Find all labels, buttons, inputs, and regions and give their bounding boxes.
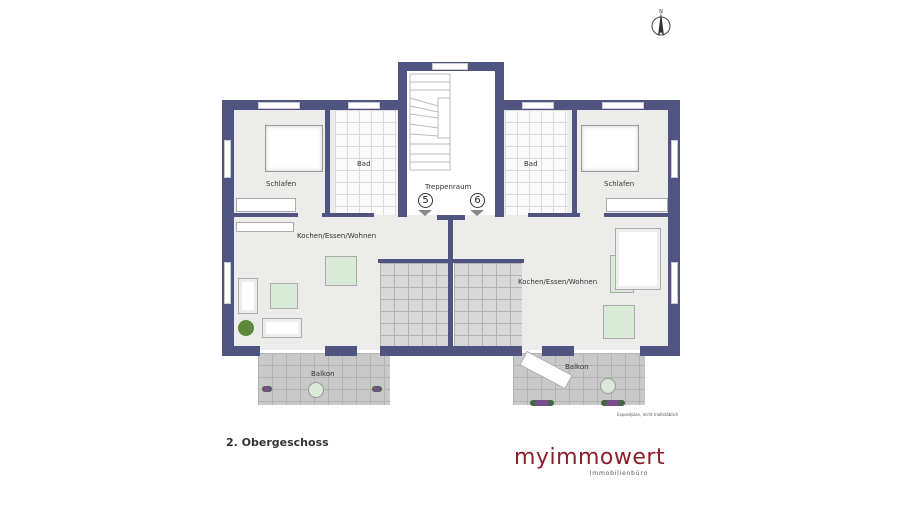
balcony-table (600, 378, 616, 394)
room-label: Schlafen (604, 180, 635, 188)
left-balcony-floor (258, 353, 390, 405)
wall (322, 213, 374, 217)
wall (448, 218, 453, 348)
entrance-arrow-icon (418, 210, 432, 216)
wardrobe (606, 198, 668, 212)
sofa (238, 278, 258, 314)
left-bath-tiles (335, 110, 397, 215)
flower-box (530, 400, 554, 406)
wall (572, 110, 577, 216)
sofa (262, 318, 302, 338)
wall (398, 62, 407, 217)
window (258, 102, 300, 109)
dining-table (325, 256, 357, 286)
wall (437, 215, 465, 220)
dining-table (603, 305, 635, 339)
corner-sofa (615, 228, 661, 290)
wardrobe (236, 198, 296, 212)
flower-box (262, 386, 272, 392)
wall (604, 213, 670, 217)
wall (325, 346, 357, 356)
room-label: Kochen/Essen/Wohnen (518, 278, 598, 286)
logo-brand: myimmowert (514, 445, 666, 470)
wall (495, 62, 504, 217)
entrance-arrow-icon (470, 210, 484, 216)
balcony-table (308, 382, 324, 398)
left-kitchen-floor (380, 263, 448, 353)
wall (222, 100, 406, 110)
room-label: Schlafen (266, 180, 297, 188)
room-label: Treppenraum (425, 183, 472, 191)
wall (378, 259, 524, 263)
wall (668, 100, 680, 355)
logo: myimmowert Immobilienbüro (514, 445, 666, 478)
coffee-table (270, 283, 298, 309)
plant (238, 320, 254, 336)
wall (640, 346, 680, 356)
window (522, 102, 554, 109)
staircase (408, 72, 454, 172)
logo-tagline: Immobilienbüro (589, 470, 648, 477)
flower-box (601, 400, 625, 406)
window (671, 262, 678, 304)
room-label: Kochen/Essen/Wohnen (297, 232, 377, 240)
unit-number: 6 (470, 193, 485, 208)
room-label: Balkon (311, 370, 335, 378)
room-label: Balkon (565, 363, 589, 371)
floor-title: 2. Obergeschoss (226, 436, 329, 449)
kitchen-counter (236, 222, 294, 232)
wall (325, 110, 330, 216)
svg-text:N: N (659, 9, 663, 15)
window (224, 140, 231, 178)
bed (581, 125, 639, 172)
wall (222, 100, 234, 355)
wall (380, 346, 522, 356)
right-kitchen-floor (454, 263, 522, 353)
disclaimer: Exposéplan, nicht maßstäblich (617, 412, 679, 417)
unit-number: 5 (418, 193, 433, 208)
wall (542, 346, 574, 356)
bed (265, 125, 323, 172)
window (224, 262, 231, 304)
wall (222, 346, 260, 356)
window (348, 102, 380, 109)
wall (528, 213, 580, 217)
right-bath-tiles (505, 110, 567, 215)
room-label: Bad (524, 160, 538, 168)
window (602, 102, 644, 109)
room-label: Bad (357, 160, 371, 168)
window (671, 140, 678, 178)
wall (496, 100, 680, 110)
flower-box (372, 386, 382, 392)
window (432, 63, 468, 70)
wall (232, 213, 298, 217)
north-arrow-icon: N (650, 8, 672, 40)
